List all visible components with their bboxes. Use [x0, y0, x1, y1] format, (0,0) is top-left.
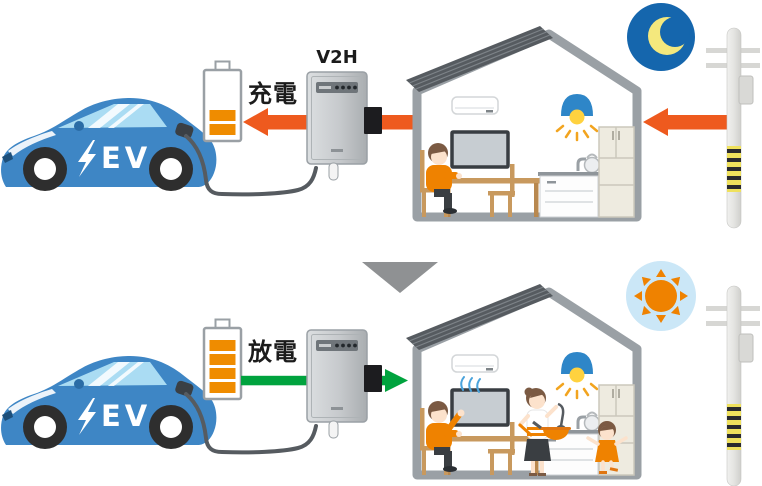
moon-icon — [627, 3, 695, 71]
scene-day-discharging: 放電 — [1, 261, 761, 486]
sun-icon — [626, 261, 696, 331]
battery-level-bars — [209, 340, 236, 393]
discharge-label: 放電 — [247, 338, 298, 366]
battery-icon — [202, 60, 243, 143]
charging-cable — [184, 134, 318, 197]
v2h-unit — [306, 71, 368, 181]
v2h-connector — [364, 107, 382, 134]
girl — [586, 421, 628, 474]
battery-level-bars — [209, 110, 236, 135]
spatula — [518, 423, 533, 437]
man-waving-arm — [445, 409, 465, 433]
discharge-arrow-head-icon — [385, 369, 408, 392]
cooking-pot — [532, 420, 571, 440]
scene-night-charging: 充電 V2H — [1, 3, 761, 229]
charge-label: 充電 — [248, 80, 298, 108]
ac-airflow-icon — [460, 376, 481, 393]
v2h-unit — [306, 329, 368, 439]
grid-arrow-head-icon — [643, 108, 668, 136]
battery-icon — [202, 318, 243, 401]
charge-arrow-head-icon — [243, 108, 268, 136]
v2h-connector — [364, 365, 382, 392]
ev-car — [1, 356, 217, 449]
utility-pole — [705, 285, 761, 486]
grid-flow-arrow — [666, 115, 727, 130]
charging-cable — [184, 392, 318, 455]
woman — [518, 387, 571, 476]
ev-car — [1, 98, 217, 191]
v2h-label: V2H — [316, 47, 358, 68]
down-arrow-icon — [362, 262, 438, 293]
